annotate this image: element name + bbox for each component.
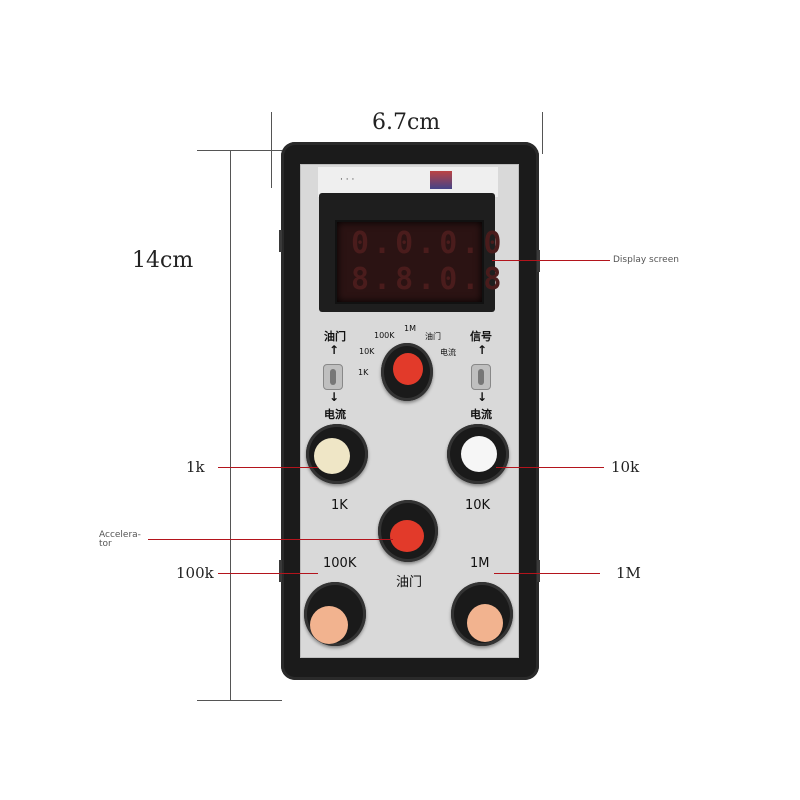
width-label: 6.7cm bbox=[372, 110, 441, 135]
selector-label-100k: 100K bbox=[374, 331, 395, 340]
height-dim-top-tick bbox=[197, 150, 282, 151]
callout-1k-label: 1k bbox=[186, 458, 205, 476]
accelerator-callout-line-1: Accelera- bbox=[99, 530, 141, 540]
range-selector-cap bbox=[393, 353, 423, 385]
left-toggle-top-label: 油门 bbox=[324, 330, 346, 343]
accelerator-callout-line-2: tor bbox=[99, 539, 112, 549]
throttle-knob[interactable] bbox=[378, 500, 438, 562]
selector-label-1k: 1K bbox=[358, 368, 369, 377]
left-toggle-up-arrow: ↑ bbox=[329, 343, 340, 357]
width-dim-right-tick bbox=[542, 112, 543, 154]
display-screen: 0.0.0.0 8.8.0.8 bbox=[335, 220, 501, 304]
top-strip-sticker bbox=[430, 171, 452, 189]
selector-label-current: 电流 bbox=[440, 348, 456, 357]
selector-label-throttle: 油门 bbox=[425, 332, 441, 341]
top-strip-text: · · · bbox=[340, 175, 355, 185]
height-label: 14cm bbox=[132, 248, 194, 273]
callout-10k-line bbox=[496, 467, 604, 468]
knob-100k[interactable] bbox=[304, 582, 366, 646]
display-row-1: 0.0.0.0 bbox=[351, 226, 506, 261]
height-dim-bottom-tick bbox=[197, 700, 282, 701]
knob-100k-cap bbox=[310, 606, 348, 644]
right-toggle-bottom-label: 电流 bbox=[470, 408, 492, 421]
case-grip-left-2 bbox=[279, 560, 282, 582]
throttle-label: 油门 bbox=[396, 575, 423, 590]
left-toggle-bottom-label: 电流 bbox=[324, 408, 346, 421]
callout-100k-line bbox=[218, 573, 318, 574]
top-label-strip: · · · bbox=[318, 167, 498, 197]
knob-10k-label: 10K bbox=[465, 498, 491, 513]
selector-label-10k: 10K bbox=[359, 347, 375, 356]
knob-1m-label: 1M bbox=[470, 556, 490, 571]
case-grip-left-1 bbox=[279, 230, 282, 252]
throttle-knob-cap bbox=[390, 520, 424, 552]
case-grip-right-1 bbox=[537, 250, 540, 272]
height-dim-line bbox=[230, 150, 231, 700]
knob-1k-cap bbox=[314, 438, 350, 474]
display-callout-label: Display screen bbox=[613, 255, 679, 265]
left-toggle-switch[interactable] bbox=[323, 364, 343, 390]
knob-10k[interactable] bbox=[447, 424, 509, 484]
knob-10k-cap bbox=[461, 436, 497, 472]
right-toggle-top-label: 信号 bbox=[470, 330, 492, 343]
left-toggle-down-arrow: ↓ bbox=[329, 390, 340, 404]
display-row-2: 8.8.0.8 bbox=[351, 262, 506, 297]
callout-1m-line bbox=[494, 573, 600, 574]
knob-1m-cap bbox=[467, 604, 503, 642]
range-selector-knob[interactable] bbox=[381, 343, 433, 401]
callout-10k-label: 10k bbox=[611, 458, 640, 476]
callout-1k-line bbox=[218, 467, 318, 468]
case-grip-right-2 bbox=[537, 560, 540, 582]
knob-100k-label: 100K bbox=[323, 556, 357, 571]
display-callout-line bbox=[492, 260, 610, 261]
knob-1m[interactable] bbox=[451, 582, 513, 646]
right-toggle-down-arrow: ↓ bbox=[477, 390, 488, 404]
callout-1m-label: 1M bbox=[616, 564, 641, 582]
knob-1k[interactable] bbox=[306, 424, 368, 484]
callout-100k-label: 100k bbox=[176, 564, 214, 582]
selector-label-1m: 1M bbox=[404, 324, 416, 333]
right-toggle-switch[interactable] bbox=[471, 364, 491, 390]
accelerator-callout-line bbox=[148, 539, 393, 540]
right-toggle-up-arrow: ↑ bbox=[477, 343, 488, 357]
accelerator-callout-label: Accelera- tor bbox=[99, 531, 141, 549]
knob-1k-label: 1K bbox=[331, 498, 348, 513]
